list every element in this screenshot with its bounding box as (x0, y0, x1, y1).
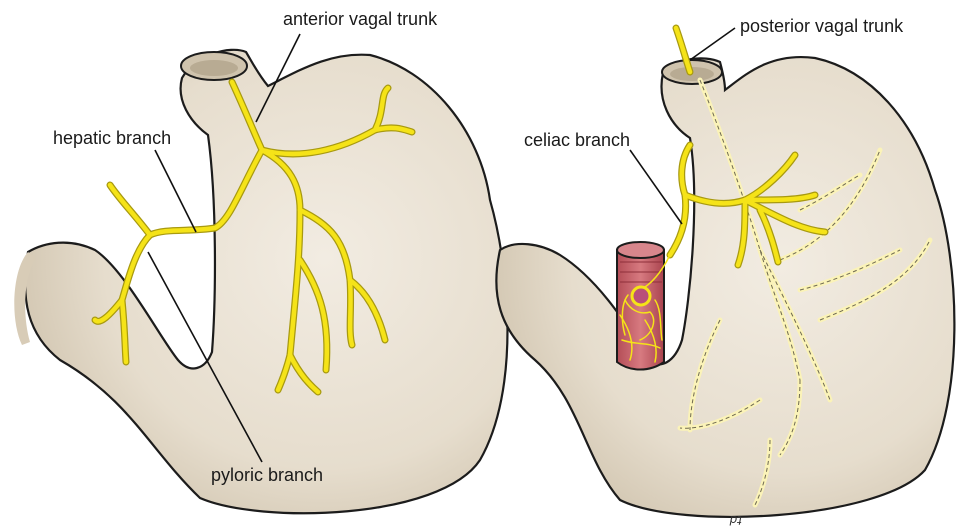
label-celiac-branch: celiac branch (524, 130, 630, 150)
celiac-ganglion (632, 287, 650, 305)
leader-posterior-vagal-trunk (690, 28, 735, 60)
leader-celiac-branch (630, 150, 682, 224)
leader-hepatic-branch (155, 150, 196, 232)
artist-signature: td (729, 513, 742, 527)
label-hepatic-branch: hepatic branch (53, 128, 171, 148)
right-stomach (496, 28, 954, 517)
left-stomach (14, 34, 507, 513)
aorta (617, 242, 670, 370)
label-anterior-vagal-trunk: anterior vagal trunk (283, 9, 438, 29)
label-posterior-vagal-trunk: posterior vagal trunk (740, 16, 904, 36)
label-pyloric-branch: pyloric branch (211, 465, 323, 485)
left-stomach-body (25, 50, 507, 513)
